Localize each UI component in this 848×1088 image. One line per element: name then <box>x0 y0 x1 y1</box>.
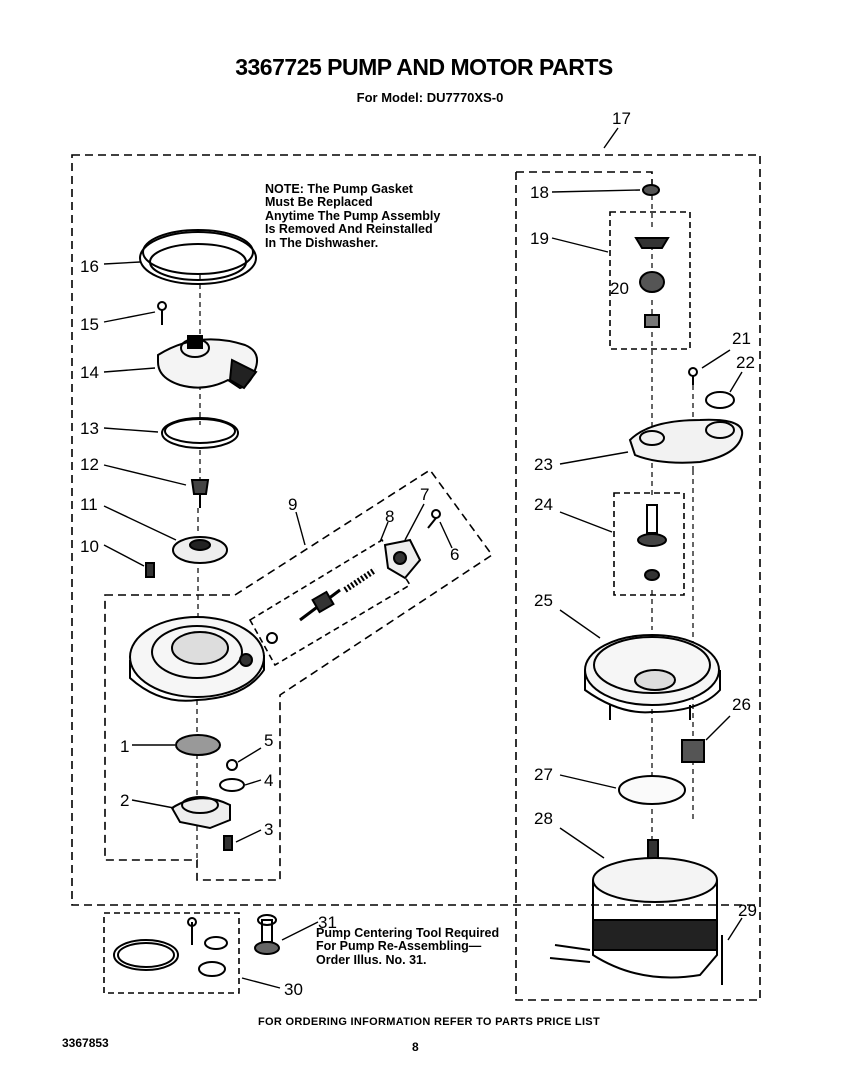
nut-12 <box>190 479 210 508</box>
callout-30: 30 <box>284 980 303 999</box>
tool-note-line: Order Illus. No. 31. <box>316 952 427 967</box>
screw-15 <box>157 301 167 325</box>
shaft-assembly-24 <box>637 504 667 581</box>
gasket-kit-30 <box>113 917 228 977</box>
o-ring-13 <box>161 417 239 449</box>
model-subtitle: For Model: DU7770XS-0 <box>356 90 504 105</box>
tool-note-line: For Pump Re-Assembling— <box>316 939 482 954</box>
callout-27: 27 <box>534 765 553 784</box>
callout-4: 4 <box>264 771 273 790</box>
callout-23: 23 <box>534 455 553 474</box>
housing-cover-14 <box>157 335 258 390</box>
motor-28 <box>549 839 718 979</box>
disc-27 <box>618 775 686 805</box>
callout-28: 28 <box>534 809 553 828</box>
callout-25: 25 <box>534 591 553 610</box>
valve-subassembly-box <box>248 538 412 667</box>
ball-5 <box>226 759 238 771</box>
callout-12: 12 <box>80 455 99 474</box>
note-line: NOTE: The Pump Gasket <box>265 182 413 196</box>
callout-14: 14 <box>80 363 99 382</box>
callout-19: 19 <box>530 229 549 248</box>
coupling-19 <box>634 237 670 328</box>
box-24 <box>613 492 685 596</box>
callout-1: 1 <box>120 737 129 756</box>
note-line: Is Removed And Reinstalled <box>265 222 433 237</box>
callout-26: 26 <box>732 695 751 714</box>
note-line: Anytime The Pump Assembly <box>265 208 441 223</box>
nut-18 <box>642 184 660 196</box>
callout-labels: 16 15 14 13 12 11 10 9 8 7 6 1 5 4 2 3 1… <box>80 109 757 999</box>
callout-6: 6 <box>450 545 459 564</box>
box-19 <box>609 211 691 350</box>
callout-15: 15 <box>80 315 99 334</box>
callout-3: 3 <box>264 820 273 839</box>
callout-7: 7 <box>420 485 429 504</box>
callout-2: 2 <box>120 791 129 810</box>
ordering-info: FOR ORDERING INFORMATION REFER TO PARTS … <box>258 1016 600 1028</box>
strainer-1 <box>175 734 221 756</box>
impeller-11 <box>172 536 228 564</box>
centering-tool-note: Pump Centering Tool Required For Pump Re… <box>316 926 556 967</box>
screw-10 <box>145 562 155 578</box>
pump-housing-2 <box>170 796 231 830</box>
page-title: 3367725 PUMP AND MOTOR PARTS <box>235 54 613 80</box>
screw-6 <box>427 509 441 529</box>
tool-note-line: Pump Centering Tool Required <box>316 926 500 940</box>
callout-16: 16 <box>80 257 99 276</box>
centering-tool-31 <box>254 914 280 955</box>
note-line: Must Be Replaced <box>265 195 373 210</box>
valve-assembly-8 <box>266 567 377 644</box>
screw-21 <box>688 367 698 385</box>
pump-gasket-note: NOTE: The Pump Gasket Must Be Replaced A… <box>265 182 485 250</box>
mount-plate-23 <box>628 418 744 464</box>
callout-21: 21 <box>732 329 751 348</box>
callout-24: 24 <box>534 495 553 514</box>
note-line: In The Dishwasher. <box>265 235 379 250</box>
callout-18: 18 <box>530 183 549 202</box>
callout-22: 22 <box>736 353 755 372</box>
callout-29: 29 <box>738 901 757 920</box>
grommet-22 <box>705 391 735 409</box>
motor-assembly-boundary <box>515 171 761 1001</box>
check-valve-cover-7 <box>383 538 422 580</box>
clip-26 <box>681 739 705 763</box>
page-number: 8 <box>412 1040 419 1054</box>
callout-11: 11 <box>80 495 98 514</box>
pump-base <box>129 616 265 702</box>
callout-31: 31 <box>318 913 337 932</box>
pump-gasket-16 <box>139 229 257 285</box>
seal-4 <box>219 778 245 792</box>
motor-housing-25 <box>584 634 721 720</box>
callout-13: 13 <box>80 419 99 438</box>
callout-5: 5 <box>264 731 273 750</box>
kit-30-box <box>103 912 240 994</box>
callout-9: 9 <box>288 495 297 514</box>
document-number: 3367853 <box>62 1036 109 1050</box>
callout-10: 10 <box>80 537 99 556</box>
callout-17: 17 <box>612 109 631 128</box>
screw-3 <box>223 835 233 851</box>
lower-pump-boundary <box>104 468 494 881</box>
callout-8: 8 <box>385 507 394 526</box>
callout-20: 20 <box>610 279 629 298</box>
